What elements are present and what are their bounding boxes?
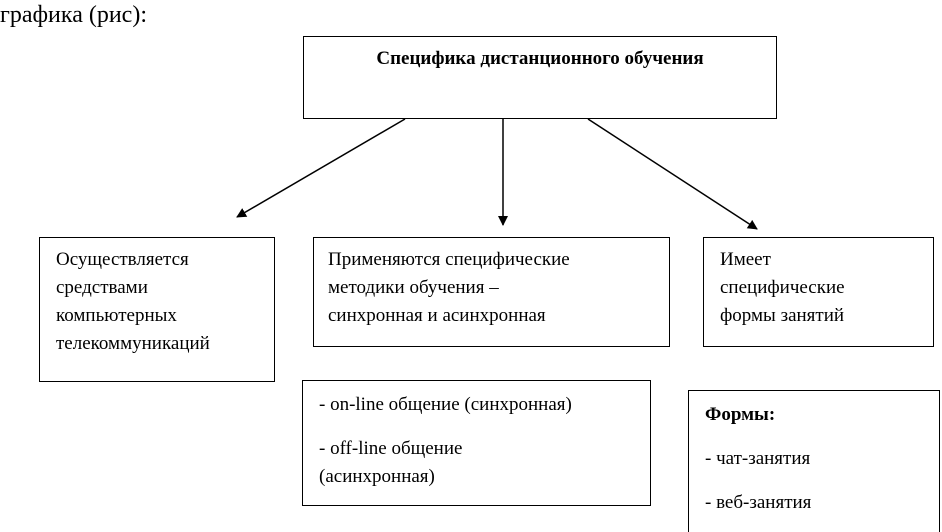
root-title: Специфика дистанционного обучения <box>376 48 704 69</box>
telecom-line-3: компьютерных <box>56 305 177 326</box>
methods-line-1: Применяются специфические <box>328 249 570 270</box>
arrow-to-telecom-box <box>236 118 406 218</box>
forms-heading: Формы: <box>705 404 776 425</box>
offline-item-line-1: - off-line общение <box>319 438 463 459</box>
offline-item-line-2: (асинхронная) <box>319 466 435 487</box>
root-box: Специфика дистанционного обучения <box>303 36 777 119</box>
online-item: - on-line общение (синхронная) <box>319 394 572 415</box>
telecom-line-1: Осуществляется <box>56 249 189 270</box>
telecom-box: Осуществляется средствами компьютерных т… <box>39 237 275 382</box>
arrow-to-forms-box <box>587 118 758 230</box>
forms-detail-box: Формы: - чат-занятия - веб-занятия <box>688 390 940 532</box>
methods-line-2: методики обучения – <box>328 277 499 298</box>
forms-line-3: формы занятий <box>720 305 845 326</box>
telecom-line-2: средствами <box>56 277 148 298</box>
figure-caption: графика (рис): <box>0 2 147 28</box>
methods-detail-box: - on-line общение (синхронная) - off-lin… <box>302 380 651 506</box>
telecom-line-4: телекоммуникаций <box>56 333 210 354</box>
forms-line-2: специфические <box>720 277 845 298</box>
forms-item-chat: - чат-занятия <box>705 448 811 469</box>
methods-box: Применяются специфические методики обуче… <box>313 237 670 347</box>
forms-line-1: Имеет <box>720 249 771 270</box>
methods-line-3: синхронная и асинхронная <box>328 305 546 326</box>
forms-box: Имеет специфические формы занятий <box>703 237 934 347</box>
forms-item-web: - веб-занятия <box>705 492 812 513</box>
